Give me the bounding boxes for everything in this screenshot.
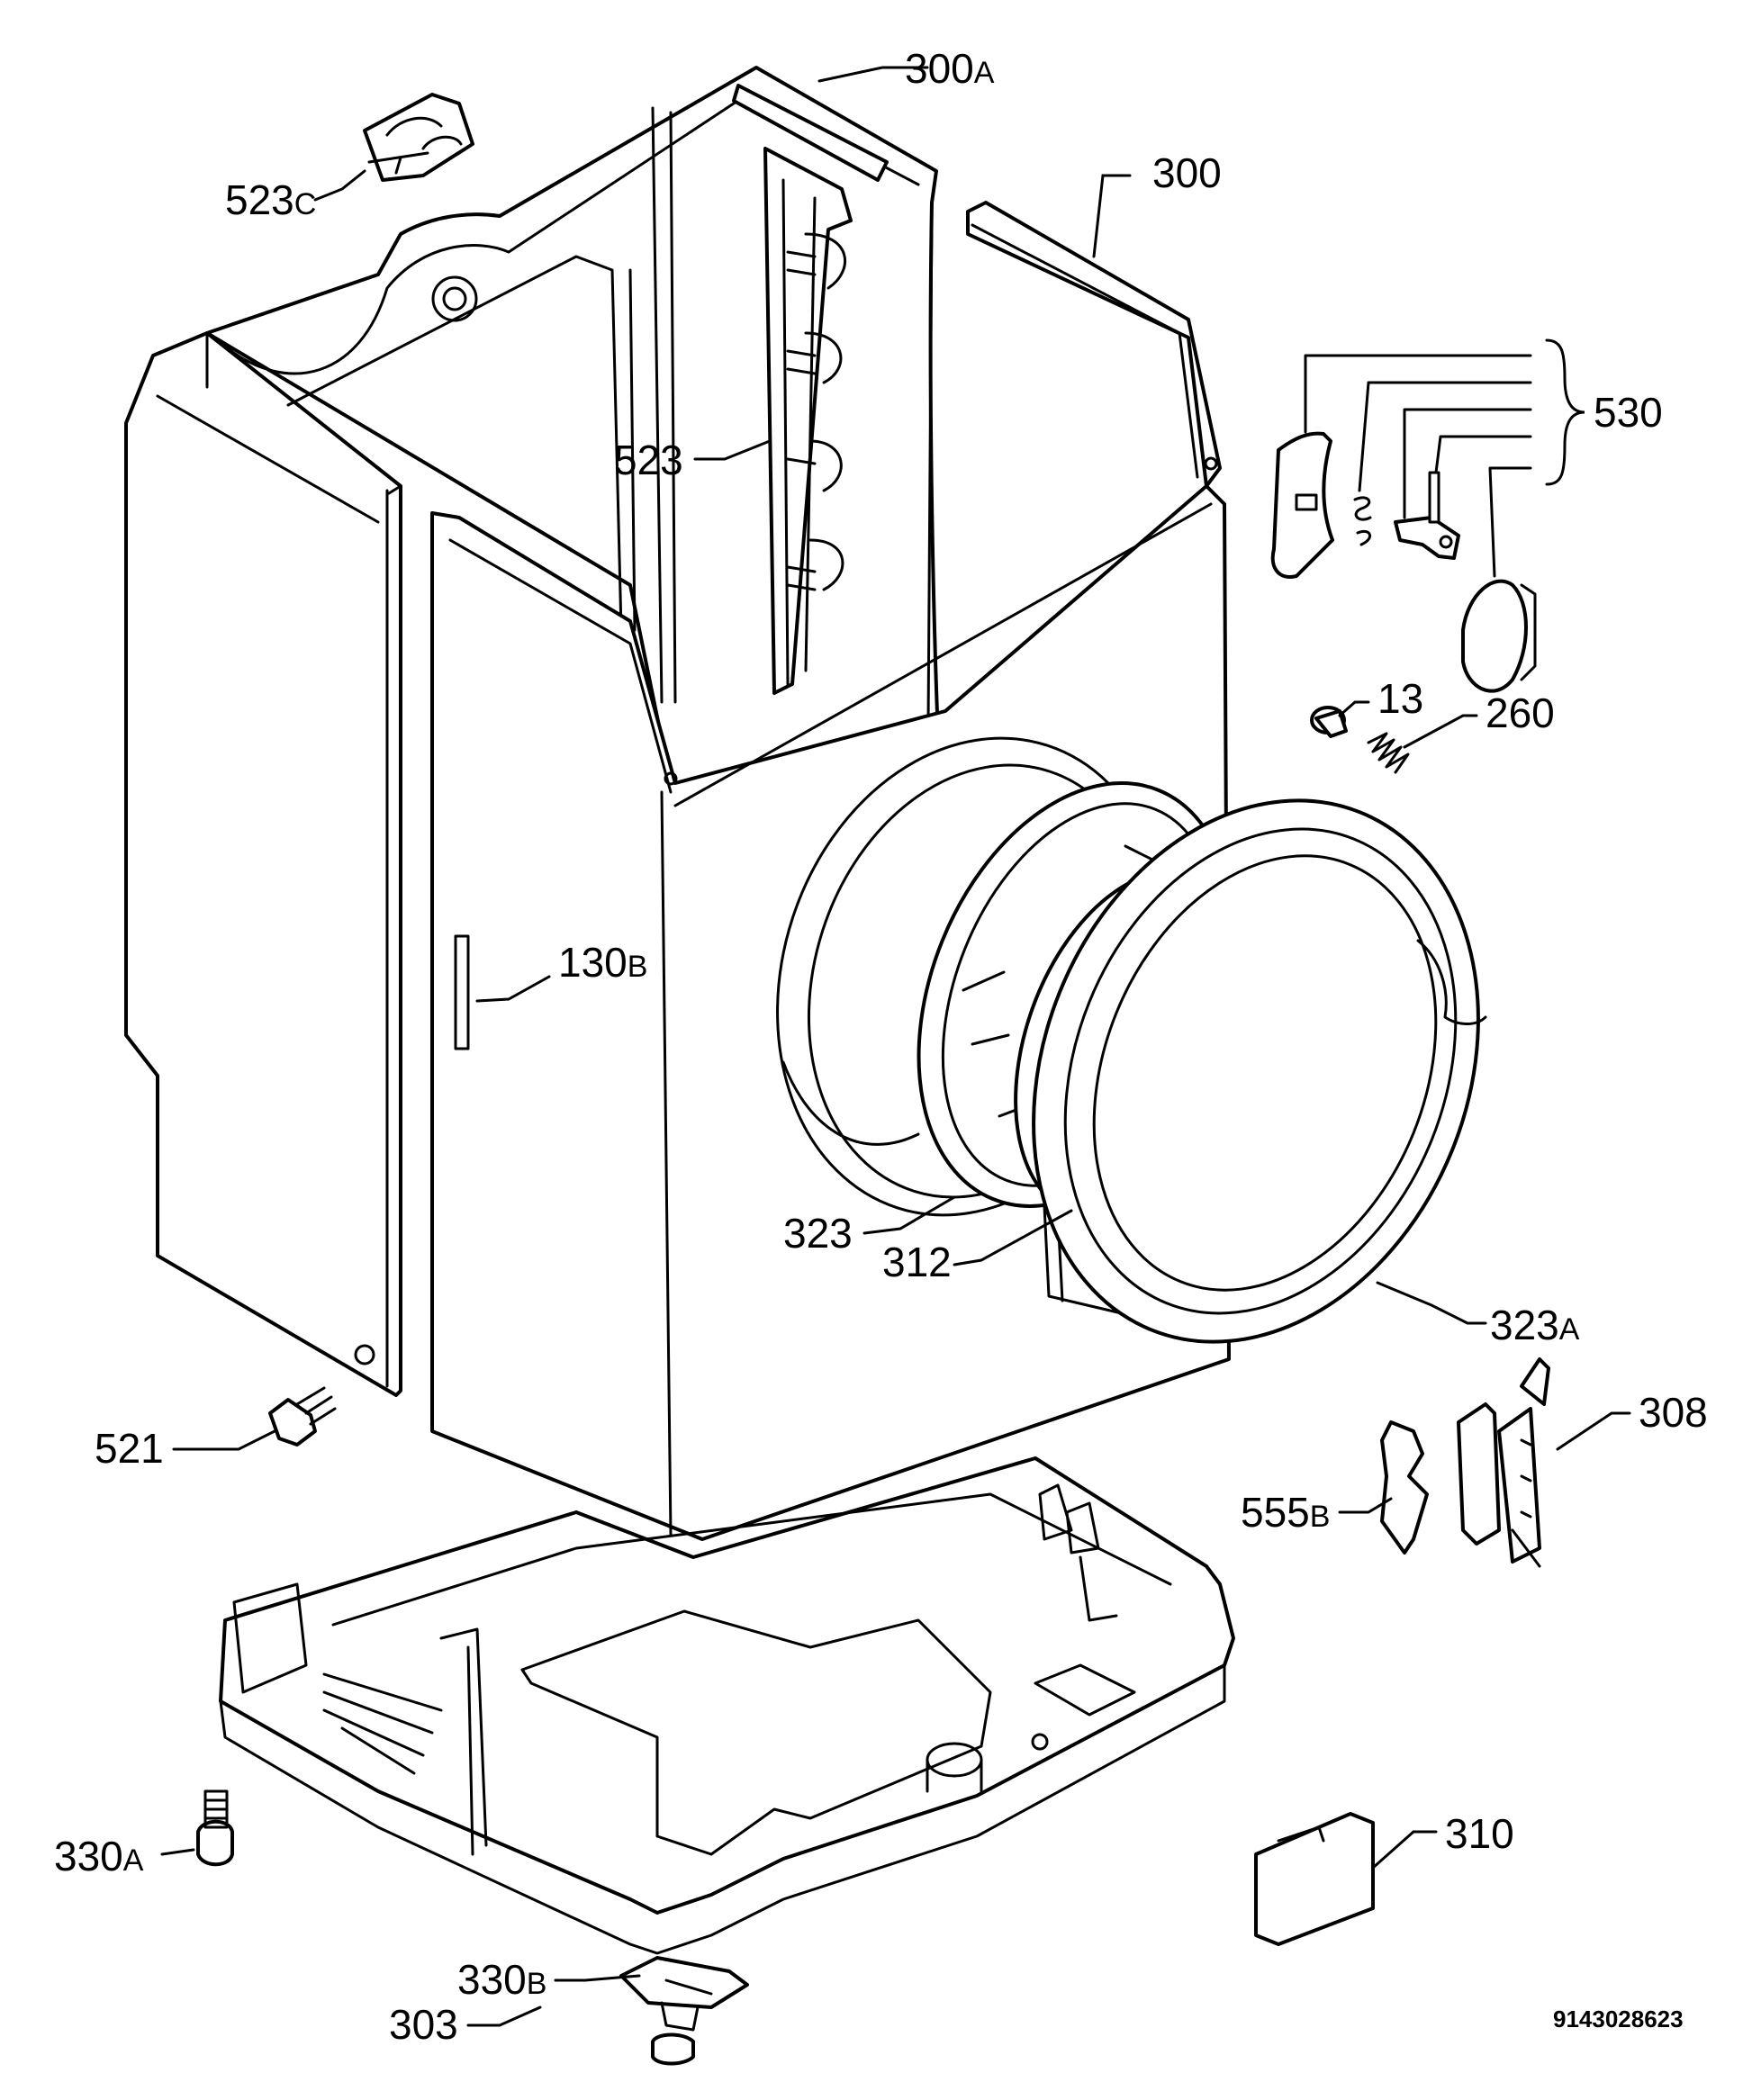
- leader-521: [172, 1429, 276, 1451]
- leader-323A: [1376, 1281, 1487, 1325]
- label-130B: 130B: [558, 939, 647, 986]
- label-260: 260: [1486, 689, 1555, 736]
- screw-part-521[interactable]: [268, 1386, 337, 1447]
- spring-part-260[interactable]: [1367, 732, 1410, 774]
- label-323: 323: [783, 1210, 853, 1257]
- leader-310: [1371, 1830, 1438, 1870]
- foot-part-330B[interactable]: [619, 1956, 749, 2066]
- label-523C: 523C: [225, 176, 316, 223]
- leader-330B: [554, 1974, 641, 1982]
- catch-part-555B[interactable]: [1380, 1420, 1429, 1555]
- label-312: 312: [882, 1239, 952, 1285]
- leader-303: [466, 2005, 542, 2027]
- leader-555B: [1338, 1497, 1393, 1514]
- label-308: 308: [1639, 1389, 1708, 1436]
- leader-13: [1338, 700, 1370, 717]
- hinge-bracket-part-523[interactable]: [763, 147, 853, 695]
- clip-part-523C[interactable]: [363, 93, 474, 182]
- label-303: 303: [389, 2001, 458, 2048]
- leader-300: [1092, 174, 1132, 258]
- label-555B: 555B: [1241, 1489, 1330, 1536]
- label-330B: 330B: [457, 1956, 546, 2003]
- cover-panel-part-310[interactable]: [1254, 1812, 1375, 1946]
- foot-part-330A[interactable]: [196, 1789, 234, 1867]
- door-handle-kit-part-530[interactable]: [1270, 431, 1537, 693]
- leader-523: [693, 439, 772, 461]
- leader-308: [1556, 1411, 1631, 1451]
- leader-130B: [475, 975, 551, 1003]
- label-530: 530: [1594, 389, 1663, 436]
- leader-312: [953, 1209, 1073, 1266]
- hinge-part-308[interactable]: [1457, 1357, 1550, 1568]
- leader-260: [1403, 714, 1478, 749]
- leader-523C: [313, 169, 366, 202]
- leader-300A: [817, 66, 929, 83]
- label-300: 300: [1152, 149, 1222, 196]
- cabinet-part-300[interactable]: [124, 66, 1231, 1541]
- label-13: 13: [1377, 675, 1423, 722]
- leader-330A: [160, 1848, 195, 1856]
- label-323A: 323A: [1490, 1302, 1580, 1348]
- label-330A: 330A: [54, 1833, 144, 1879]
- door-outer-ring-part-323A[interactable]: [955, 734, 1557, 1410]
- document-number: 9143028623: [1553, 2005, 1684, 2032]
- bushing-part-13[interactable]: [1310, 706, 1348, 738]
- leader-530: [1304, 354, 1532, 578]
- label-310: 310: [1445, 1810, 1514, 1857]
- base-frame-part-303[interactable]: [219, 1456, 1235, 1955]
- label-521: 521: [95, 1425, 164, 1472]
- brace-530: [1545, 338, 1585, 486]
- leader-323: [862, 1195, 956, 1235]
- label-523: 523: [614, 437, 683, 483]
- label-300A: 300A: [905, 45, 995, 92]
